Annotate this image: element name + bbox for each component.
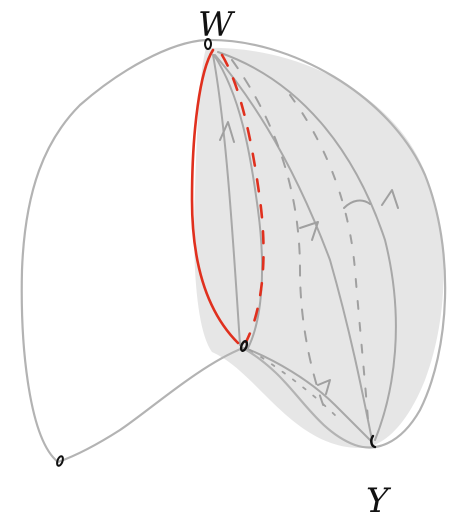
label-bottom-vertex: Y [366,481,392,521]
shaded-region [194,48,443,448]
label-top-vertex: W [198,5,236,45]
